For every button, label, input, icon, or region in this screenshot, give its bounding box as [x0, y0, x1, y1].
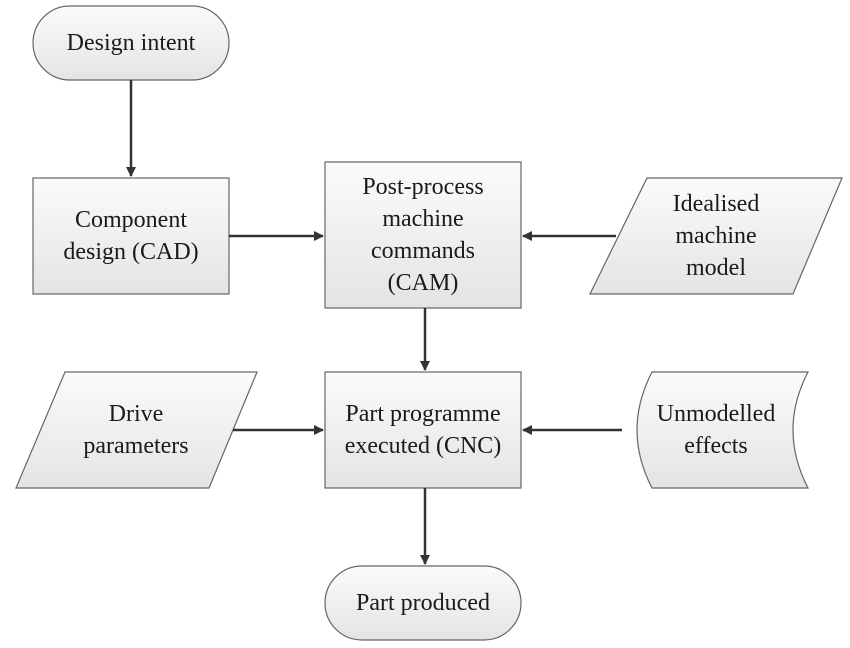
unmodelled-effects-line-2: effects: [684, 433, 748, 459]
component-design-box: [32, 177, 230, 295]
part-produced-line: Part produced: [356, 590, 490, 616]
post-process-line-3: commands: [371, 238, 475, 264]
design-intent-line: Design intent: [66, 30, 196, 56]
idealised-model-line-3: model: [686, 255, 746, 281]
component-design-line-2: design (CAD): [63, 239, 199, 265]
part-programme-box: [324, 371, 522, 489]
drive-parameters-label: Drive parameters: [40, 372, 232, 488]
post-process-line-1: Post-process: [362, 174, 484, 200]
idealised-model-line-1: Idealised: [672, 191, 760, 217]
drive-parameters-line-1: Drive: [108, 401, 164, 427]
idealised-model-line-2: machine: [675, 223, 757, 249]
unmodelled-effects-stored-data: [636, 371, 809, 489]
idealised-model-label: Idealised machine model: [616, 178, 816, 294]
idealised-model-parallelogram: [589, 177, 843, 295]
unmodelled-effects-label: Unmodelled effects: [636, 372, 796, 488]
design-intent-label: Design intent: [33, 6, 229, 80]
part-produced-terminator: [324, 565, 522, 641]
post-process-label: Post-process machine commands (CAM): [325, 162, 521, 308]
part-produced-label: Part produced: [325, 566, 521, 640]
part-programme-label: Part programme executed (CNC): [325, 372, 521, 488]
part-programme-line-1: Part programme: [345, 401, 501, 427]
part-programme-line-2: executed (CNC): [344, 433, 502, 459]
component-design-line-1: Component: [75, 207, 187, 233]
post-process-line-4: (CAM): [387, 270, 459, 296]
unmodelled-effects-line-1: Unmodelled: [656, 401, 776, 427]
drive-parameters-line-2: parameters: [83, 433, 189, 459]
post-process-box: [324, 161, 522, 309]
component-design-label: Component design (CAD): [33, 178, 229, 294]
post-process-line-2: machine: [382, 206, 464, 232]
drive-parameters-parallelogram: [15, 371, 258, 489]
